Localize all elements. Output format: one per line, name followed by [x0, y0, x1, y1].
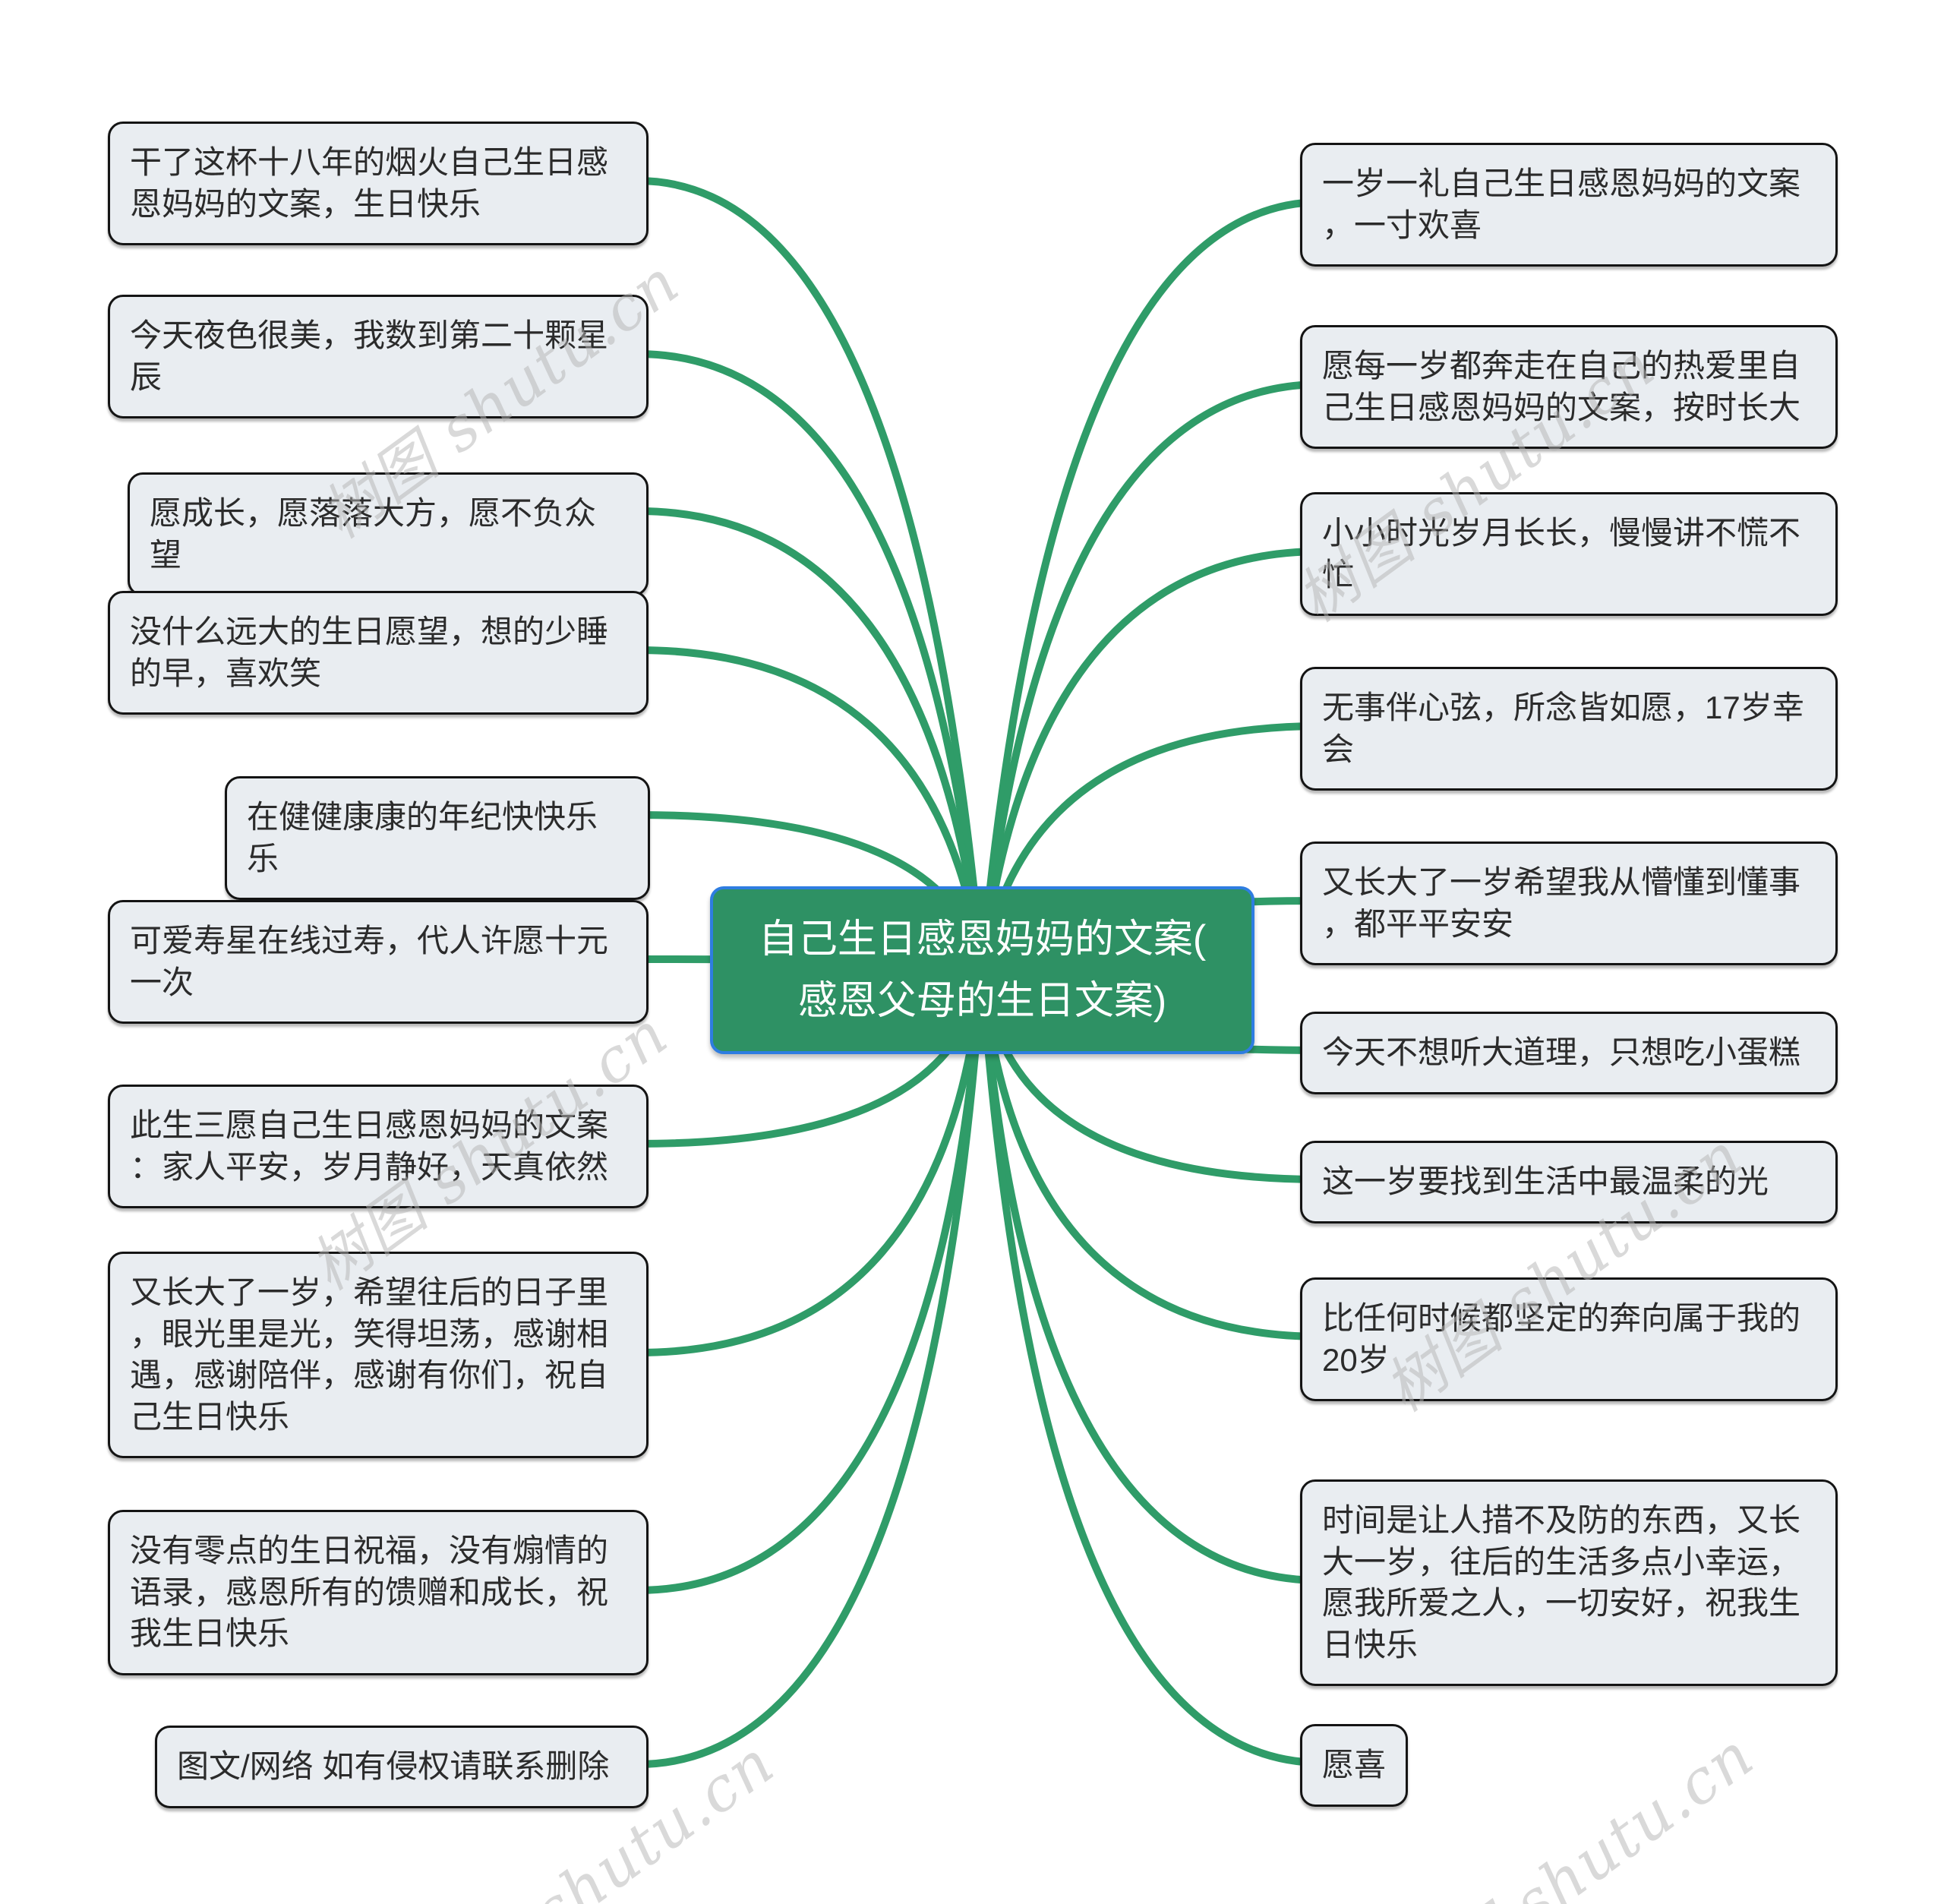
mindmap-node[interactable]: 今天夜色很美，我数到第二十颗星辰	[108, 295, 649, 419]
connector-line	[978, 965, 1325, 1340]
connector-line	[978, 198, 1325, 973]
mindmap-node[interactable]: 比任何时候都坚定的奔向属于我的20岁	[1300, 1277, 1838, 1402]
mindmap-node[interactable]: 时间是让人措不及防的东西，又长大一岁，往后的生活多点小幸运，愿我所爱之人，一切安…	[1300, 1479, 1838, 1687]
mindmap-node[interactable]: 愿每一岁都奔走在自己的热爱里自己生日感恩妈妈的文案，按时长大	[1300, 325, 1838, 450]
connector-line	[634, 965, 986, 1356]
connector-line	[978, 965, 1325, 1584]
mindmap-node[interactable]: 没有零点的生日祝福，没有煽情的语录，感恩所有的馈赠和成长，祝我生日快乐	[108, 1510, 649, 1675]
mindmap-node[interactable]: 又长大了一岁，希望往后的日子里，眼光里是光，笑得坦荡，感谢相遇，感谢陪伴，感谢有…	[108, 1252, 649, 1459]
connector-line	[634, 350, 986, 973]
connector-line	[634, 177, 986, 973]
connector-line	[634, 965, 986, 1768]
mindmap-node[interactable]: 愿成长，愿落落大方，愿不负众望	[128, 472, 649, 597]
mindmap-node[interactable]: 又长大了一岁希望我从懵懂到懂事，都平平安安	[1300, 841, 1838, 966]
mindmap-node[interactable]: 愿喜	[1300, 1724, 1408, 1807]
mindmap-node[interactable]: 没什么远大的生日愿望，想的少睡的早，喜欢笑	[108, 591, 649, 715]
mindmap-node[interactable]: 此生三愿自己生日感恩妈妈的文案：家人平安，岁月静好，天真依然	[108, 1085, 649, 1209]
mindmap-node[interactable]: 小小时光岁月长长，慢慢讲不慌不忙	[1300, 492, 1838, 617]
connector-line	[978, 380, 1325, 973]
connector-line	[978, 548, 1325, 973]
mindmap-node[interactable]: 图文/网络 如有侵权请联系删除	[155, 1726, 649, 1808]
mindmap-node[interactable]: 一岁一礼自己生日感恩妈妈的文案，一寸欢喜	[1300, 143, 1838, 267]
connector-line	[978, 965, 1325, 1767]
mindmap-node[interactable]: 可爱寿星在线过寿，代人许愿十元一次	[108, 900, 649, 1025]
mindmap-node[interactable]: 在健健康康的年纪快快乐乐	[225, 776, 650, 901]
mindmap-node[interactable]: 无事伴心弦，所念皆如愿，17岁幸会	[1300, 667, 1838, 791]
connector-line	[634, 507, 986, 973]
mindmap-node[interactable]: 今天不想听大道理，只想吃小蛋糕	[1300, 1012, 1838, 1094]
central-topic[interactable]: 自己生日感恩妈妈的文案(感恩父母的生日文案)	[710, 886, 1254, 1055]
mindmap-node[interactable]: 干了这杯十八年的烟火自己生日感恩妈妈的文案，生日快乐	[108, 122, 649, 246]
connector-line	[634, 965, 986, 1594]
connector-line	[634, 646, 986, 973]
mindmap-node[interactable]: 这一岁要找到生活中最温柔的光	[1300, 1141, 1838, 1224]
